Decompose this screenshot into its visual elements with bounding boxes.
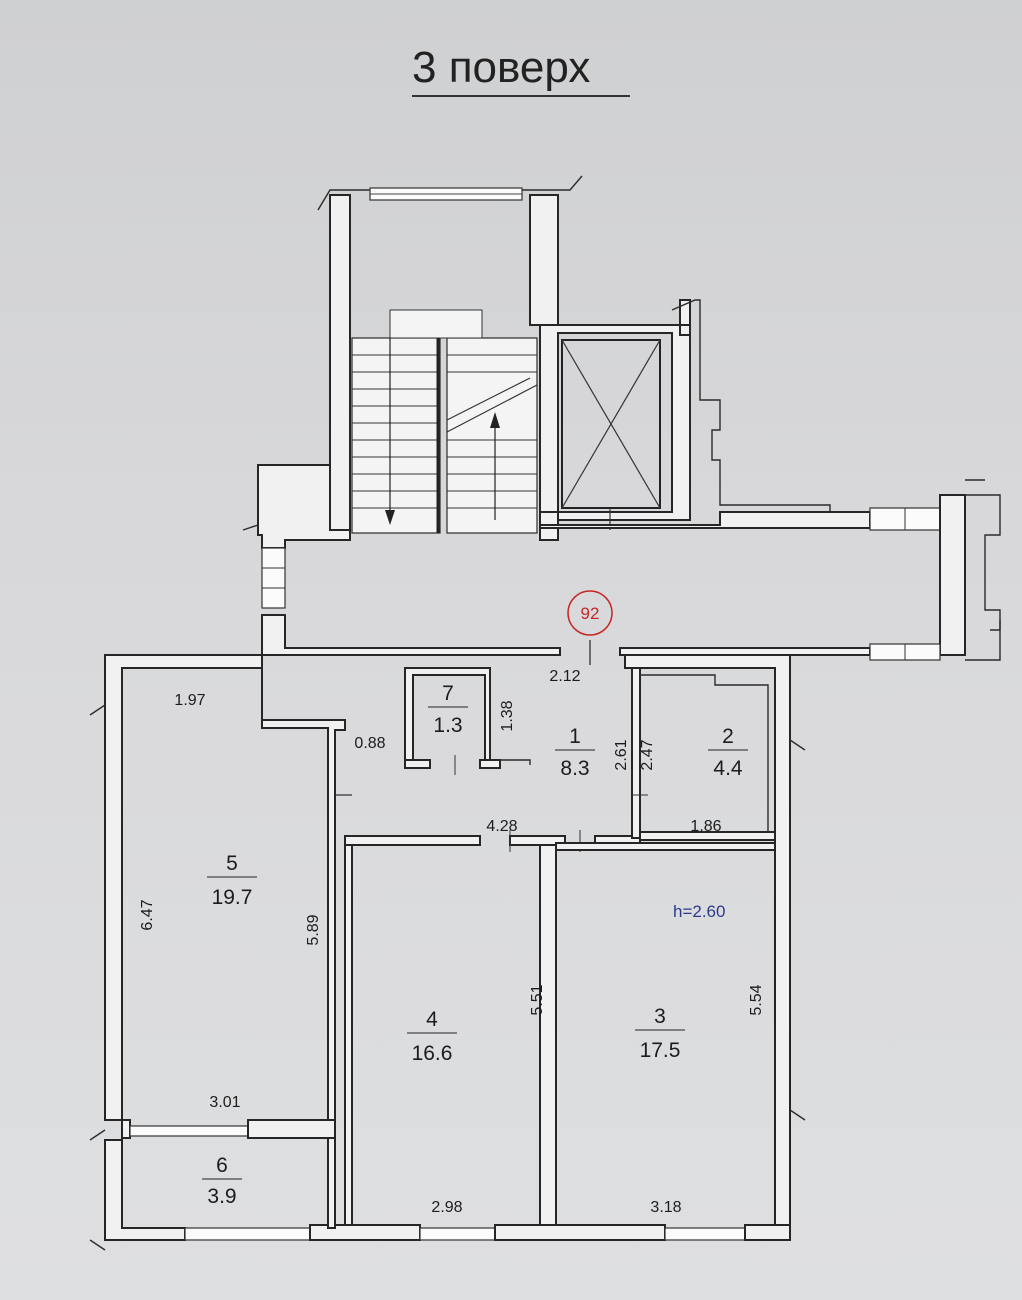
dim-room7-side: 1.38 bbox=[499, 700, 516, 731]
room-area: 19.7 bbox=[212, 886, 253, 909]
dim-room3-right: 5.54 bbox=[748, 984, 765, 1015]
room-area: 3.9 bbox=[207, 1185, 236, 1208]
room-number: 7 bbox=[442, 682, 454, 705]
window-room6 bbox=[184, 1227, 311, 1241]
dim-room3-bottom: 3.18 bbox=[650, 1199, 681, 1216]
room-area: 4.4 bbox=[713, 757, 743, 780]
room-area: 17.5 bbox=[640, 1039, 681, 1062]
room-label-6: 6 3.9 bbox=[202, 1154, 242, 1208]
dim-room2-bottom: 1.86 bbox=[690, 818, 721, 835]
dim-room1-2-left: 2.61 bbox=[613, 739, 630, 770]
window-room3 bbox=[664, 1227, 746, 1241]
ceiling-height: h=2.60 bbox=[673, 902, 725, 921]
dim-room5-right: 5.89 bbox=[305, 914, 322, 945]
room-label-4: 4 16.6 bbox=[407, 1008, 457, 1065]
room-area: 16.6 bbox=[412, 1042, 453, 1065]
dim-room4-right: 5.51 bbox=[529, 984, 546, 1015]
stairwell-block bbox=[317, 175, 831, 541]
dim-closet-width: 0.88 bbox=[354, 735, 385, 752]
room-number: 3 bbox=[654, 1005, 666, 1028]
room-number: 4 bbox=[426, 1008, 438, 1031]
common-corridor bbox=[242, 464, 1001, 665]
room-area: 8.3 bbox=[560, 757, 589, 780]
dim-room5-left: 6.47 bbox=[139, 899, 156, 930]
dim-corridor-top: 2.12 bbox=[549, 668, 580, 685]
dimensions: 2.12 1.38 2.61 2.47 1.86 1.97 0.88 4.28 … bbox=[139, 668, 765, 1216]
apartment-number: 92 bbox=[581, 604, 600, 623]
room-number: 6 bbox=[216, 1154, 228, 1177]
dim-room4-bottom: 2.98 bbox=[431, 1199, 462, 1216]
dim-room4-top: 4.28 bbox=[486, 818, 517, 835]
dim-room5-top: 1.97 bbox=[174, 692, 205, 709]
room-number: 5 bbox=[226, 852, 238, 875]
room-number: 1 bbox=[569, 725, 581, 748]
room-label-7: 7 1.3 bbox=[428, 682, 468, 737]
dim-room1-2-right: 2.47 bbox=[639, 739, 656, 770]
elevator-shaft bbox=[561, 339, 661, 509]
dim-room6-top: 3.01 bbox=[209, 1094, 240, 1111]
room-label-1: 1 8.3 bbox=[555, 725, 595, 780]
window-room4 bbox=[419, 1227, 496, 1241]
room-label-5: 5 19.7 bbox=[207, 852, 257, 909]
room-number: 2 bbox=[722, 725, 734, 748]
room-label-3: 3 17.5 bbox=[635, 1005, 685, 1062]
apartment bbox=[89, 654, 806, 1251]
room-label-2: 2 4.4 bbox=[708, 725, 748, 780]
floor-title: 3 поверх bbox=[412, 43, 590, 92]
room-area: 1.3 bbox=[433, 714, 462, 737]
apartment-number-marker bbox=[567, 590, 613, 636]
